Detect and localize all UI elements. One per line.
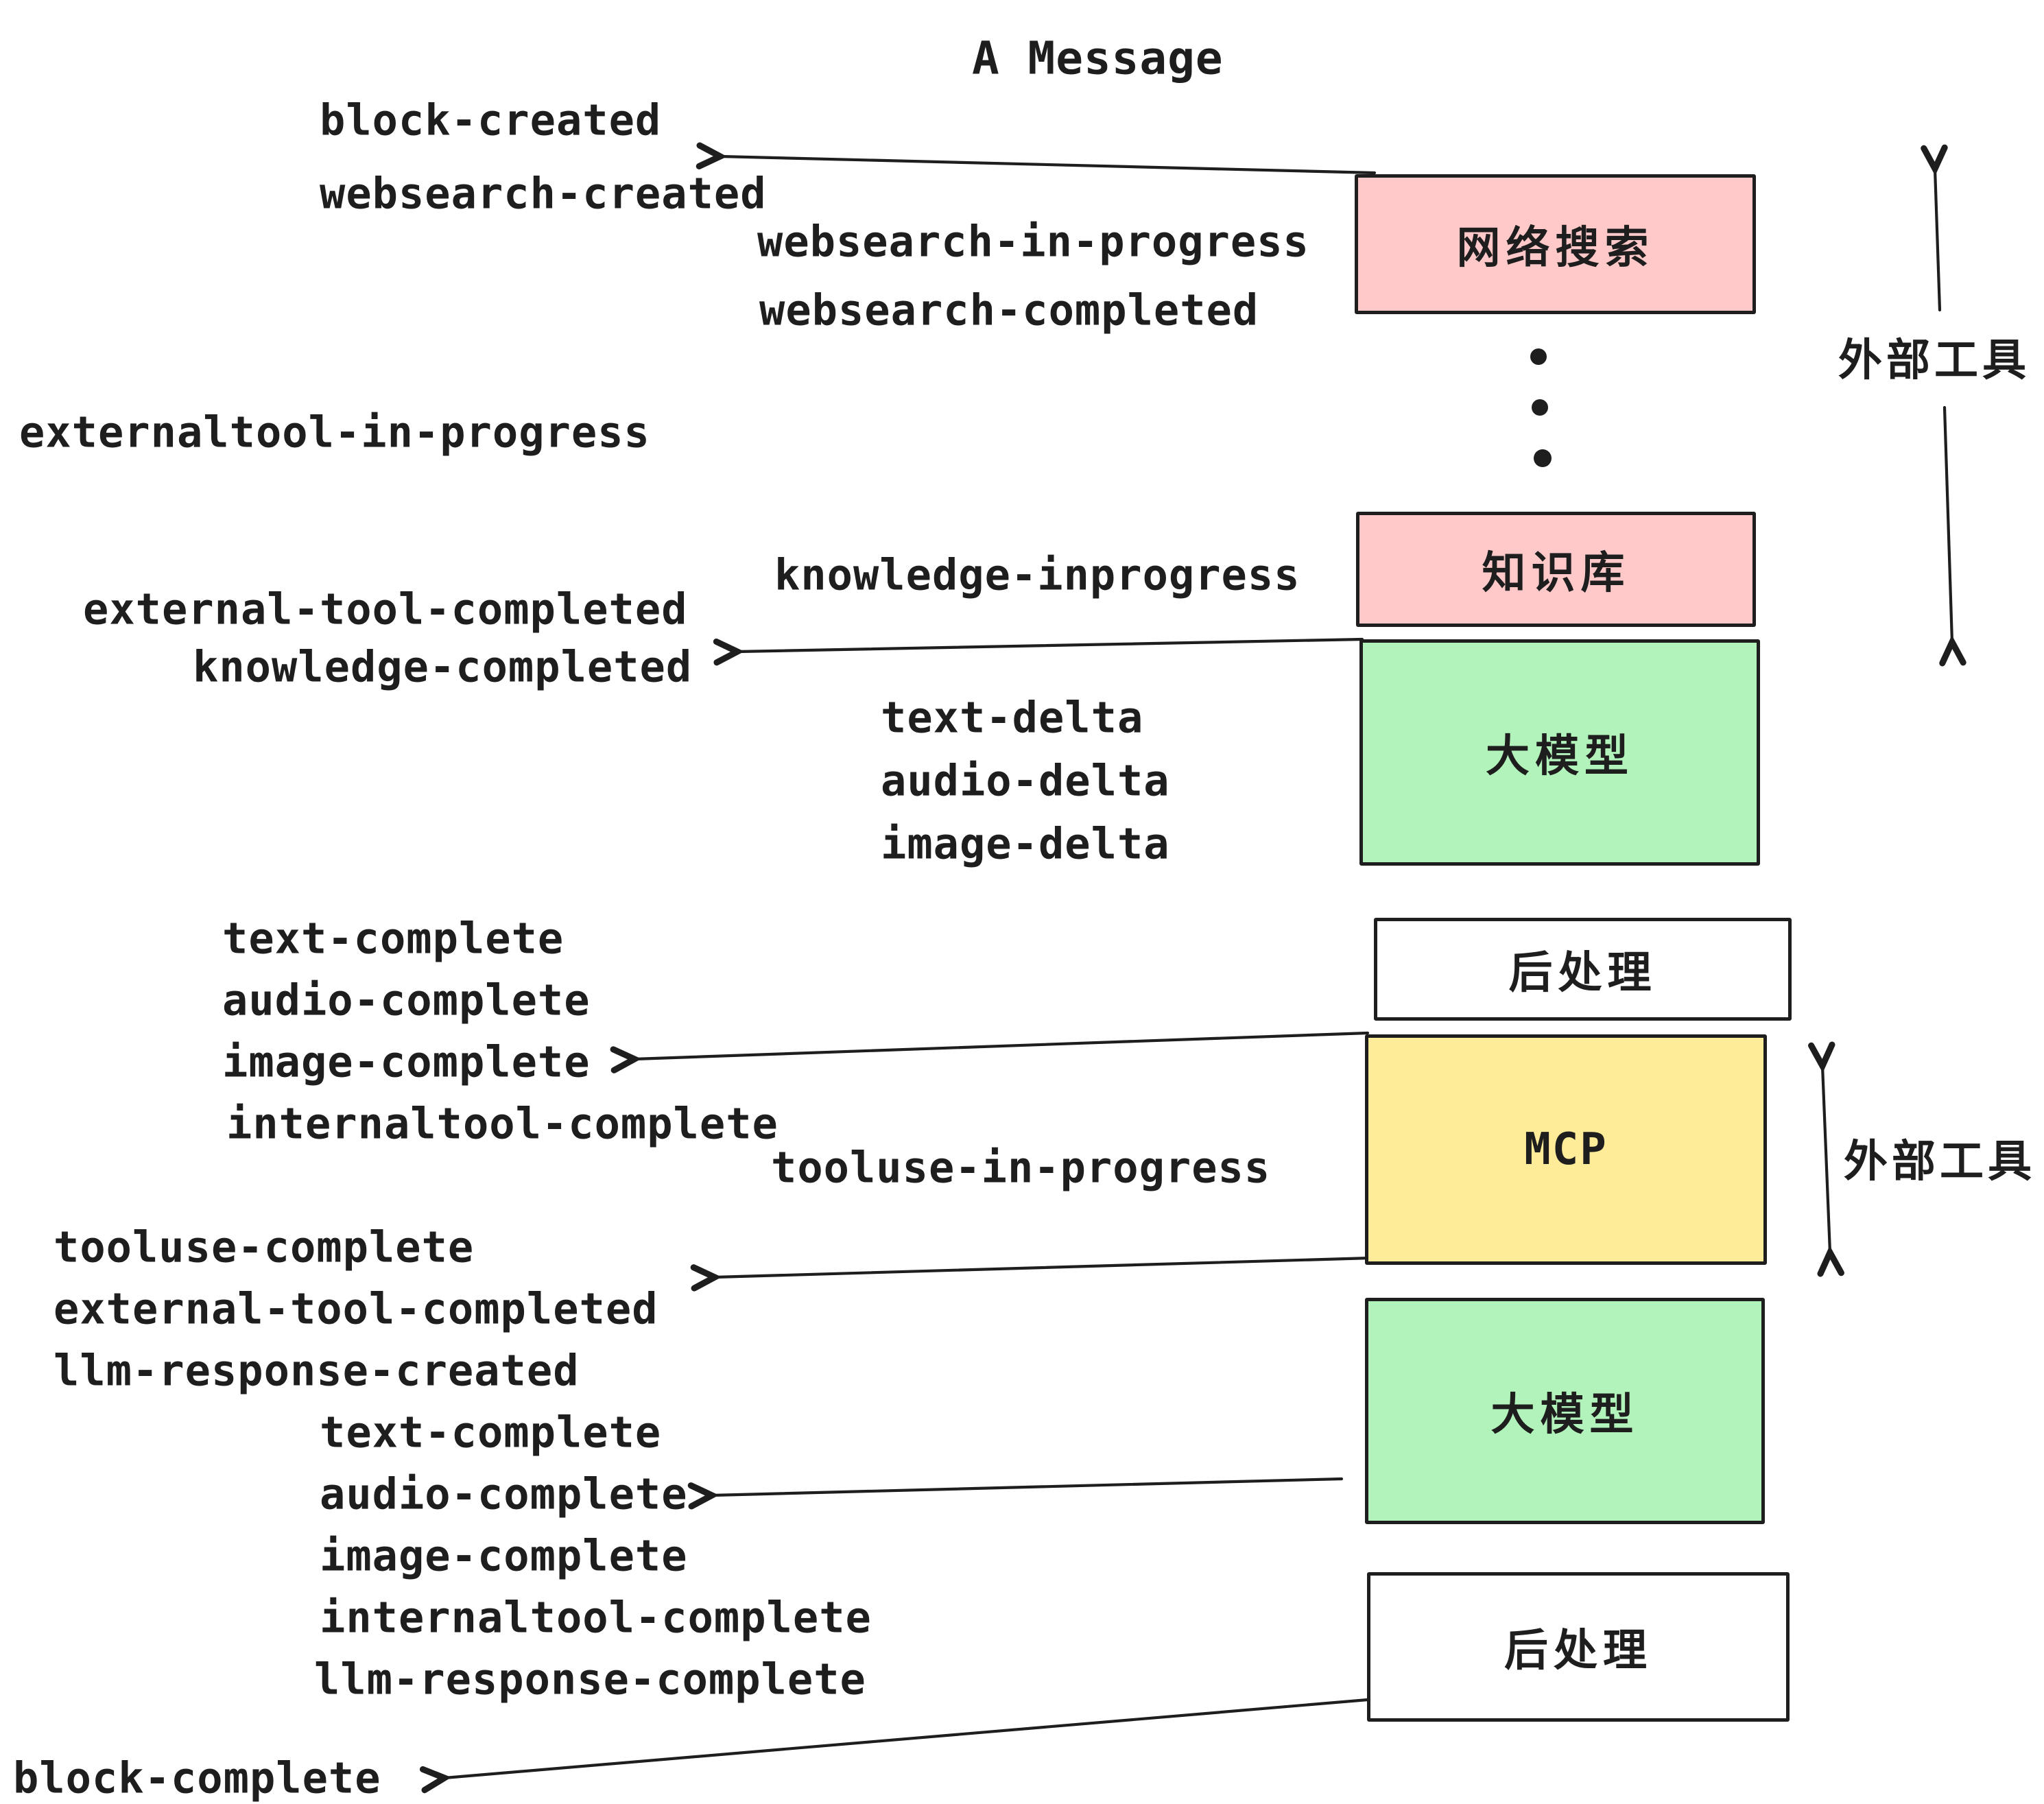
ellipsis-dot: [1530, 348, 1547, 365]
arrow-internal-complete-return: [610, 1031, 1370, 1073]
event-audio-delta: audio-delta: [881, 755, 1170, 806]
event-tooluse-complete: tooluse-complete: [54, 1222, 475, 1272]
event-text-delta: text-delta: [881, 692, 1144, 743]
event-text-complete: text-complete: [222, 913, 565, 964]
box-llm-2-label: 大模型: [1490, 1390, 1639, 1440]
arrow-tooluse-complete-return: [690, 1256, 1372, 1292]
arrow-websearch-created-return: [696, 142, 1377, 175]
event-websearch-in-progress: websearch-in-progress: [757, 216, 1309, 267]
box-knowledge: 知识库: [1356, 512, 1756, 627]
ellipsis-dot: [1532, 399, 1548, 416]
event-block-complete: block-complete: [13, 1753, 381, 1803]
box-mcp-label: MCP: [1524, 1124, 1608, 1175]
box-websearch-label: 网络搜索: [1456, 223, 1654, 274]
external-tools-label-bottom: 外部工具: [1844, 1137, 2036, 1187]
arrow-llm-complete-return: [687, 1477, 1344, 1510]
event-websearch-created: websearch-created: [320, 168, 767, 219]
arrow-block-complete-return: [419, 1698, 1370, 1794]
box-knowledge-label: 知识库: [1482, 548, 1630, 599]
external-tools-down-arrow: [1939, 405, 1966, 667]
event-externaltool-in-progress: externaltool-in-progress: [19, 407, 650, 458]
event-llm-response-complete: llm-response-complete: [314, 1654, 866, 1705]
event-image-complete-2: image-complete: [320, 1530, 688, 1581]
event-text-complete-2: text-complete: [320, 1407, 662, 1458]
box-llm-2: 大模型: [1365, 1298, 1765, 1524]
box-post-process-1-label: 后处理: [1508, 948, 1657, 999]
box-post-process-1: 后处理: [1374, 918, 1792, 1021]
event-tooluse-in-progress: tooluse-in-progress: [771, 1142, 1271, 1193]
box-llm-1: 大模型: [1359, 639, 1760, 866]
arrow-knowledge-completed-return: [713, 637, 1364, 666]
event-audio-complete-2: audio-complete: [320, 1469, 688, 1519]
event-external-tool-completed: external-tool-completed: [83, 584, 688, 634]
event-audio-complete: audio-complete: [222, 975, 591, 1025]
external-tools-double-arrow: [1808, 1041, 1844, 1277]
external-tools-up-arrow: [1921, 144, 1948, 312]
ellipsis-dot: [1534, 449, 1552, 467]
event-knowledge-inprogress: knowledge-inprogress: [774, 549, 1300, 600]
event-knowledge-completed: knowledge-completed: [193, 641, 693, 692]
box-llm-1-label: 大模型: [1486, 731, 1634, 782]
event-image-complete: image-complete: [222, 1036, 591, 1087]
event-block-created: block-created: [320, 95, 662, 145]
external-tools-label-top: 外部工具: [1838, 335, 2030, 386]
event-external-tool-completed-2: external-tool-completed: [54, 1283, 658, 1334]
box-post-process-2: 后处理: [1367, 1572, 1790, 1722]
event-llm-response-created: llm-response-created: [54, 1345, 580, 1396]
event-image-delta: image-delta: [881, 818, 1170, 869]
event-websearch-completed: websearch-completed: [759, 285, 1259, 335]
event-internaltool-complete: internaltool-complete: [226, 1098, 779, 1149]
box-mcp: MCP: [1365, 1034, 1767, 1265]
event-internaltool-complete-2: internaltool-complete: [320, 1592, 872, 1643]
box-post-process-2-label: 后处理: [1504, 1626, 1652, 1676]
box-websearch: 网络搜索: [1355, 174, 1756, 314]
page-title: A Message: [972, 32, 1224, 85]
